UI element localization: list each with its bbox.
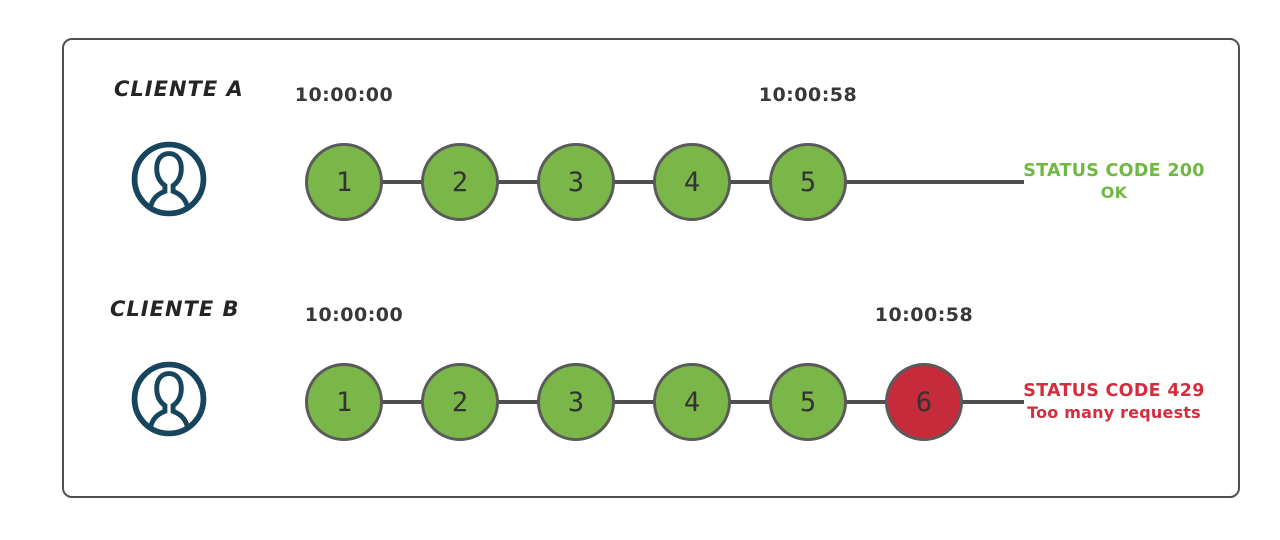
request-circle-1: 1 xyxy=(305,363,383,441)
end-timestamp: 10:00:58 xyxy=(758,84,858,106)
status-detail-label: Too many requests xyxy=(1027,402,1201,422)
status-text: STATUS CODE 429 Too many requests xyxy=(1009,380,1219,424)
user-avatar-icon xyxy=(131,361,207,437)
request-circle-2: 2 xyxy=(421,363,499,441)
start-timestamp: 10:00:00 xyxy=(294,84,394,106)
request-circle-5: 5 xyxy=(769,143,847,221)
status-text: STATUS CODE 200 OK xyxy=(1009,160,1219,204)
request-circle-6: 6 xyxy=(885,363,963,441)
request-circle-3: 3 xyxy=(537,363,615,441)
request-circle-2: 2 xyxy=(421,143,499,221)
end-timestamp: 10:00:58 xyxy=(874,304,974,326)
request-circle-3: 3 xyxy=(537,143,615,221)
user-avatar-icon xyxy=(131,141,207,217)
request-circle-5: 5 xyxy=(769,363,847,441)
status-detail-label: OK xyxy=(1100,182,1128,202)
client-a-label: CLIENTE A xyxy=(114,77,244,101)
request-circle-4: 4 xyxy=(653,143,731,221)
status-code-label: STATUS CODE 429 xyxy=(1023,381,1205,402)
request-circle-4: 4 xyxy=(653,363,731,441)
start-timestamp: 10:00:00 xyxy=(304,304,404,326)
status-code-label: STATUS CODE 200 xyxy=(1023,161,1205,182)
client-b-label: CLIENTE B xyxy=(110,297,240,321)
request-circle-1: 1 xyxy=(305,143,383,221)
